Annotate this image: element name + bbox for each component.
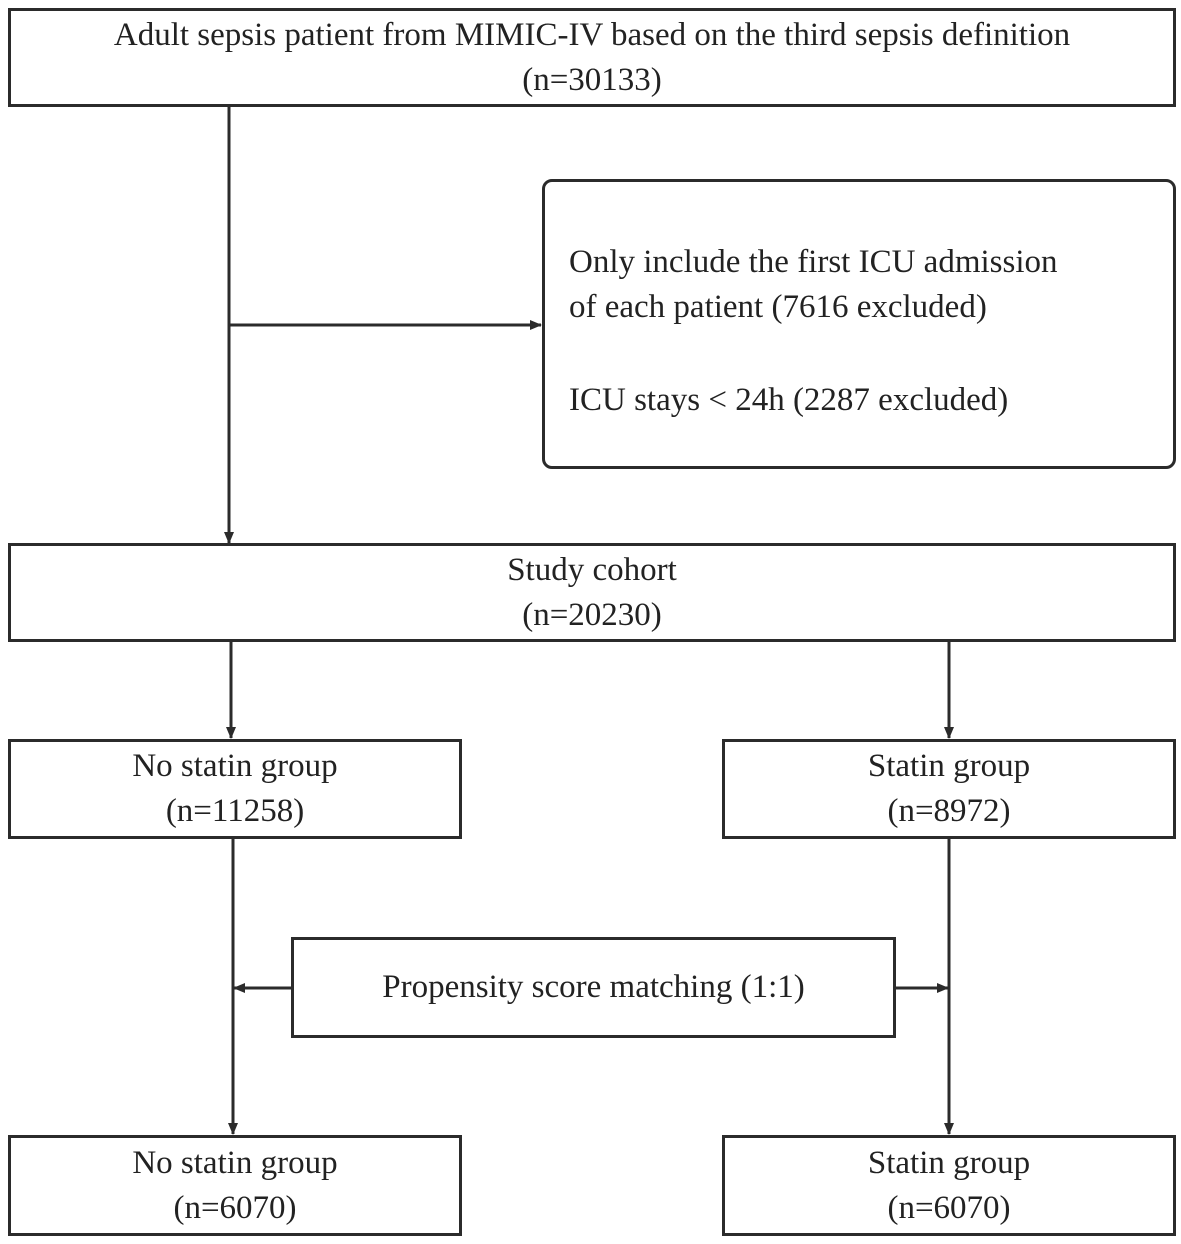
matched-statin-group-box: Statin group (n=6070)	[722, 1135, 1176, 1236]
no-statin-group-count: (n=11258)	[165, 793, 305, 829]
matched-no-statin-group-count: (n=6070)	[173, 1189, 297, 1226]
no-statin-group-label: No statin group	[132, 748, 338, 784]
propensity-score-matching-box: Propensity score matching (1:1)	[291, 937, 896, 1038]
study-cohort-count: (n=20230)	[522, 596, 662, 633]
source-population-count: (n=30133)	[522, 61, 662, 98]
exclusion-criterion-2: ICU stays < 24h (2287 excluded)	[569, 382, 1009, 418]
study-cohort-box: Study cohort (n=20230)	[8, 543, 1176, 642]
no-statin-group-box: No statin group (n=11258)	[8, 739, 462, 839]
statin-group-label: Statin group	[867, 748, 1031, 784]
exclusion-criteria-box: Only include the first ICU admission of …	[542, 179, 1176, 469]
statin-group-box: Statin group (n=8972)	[722, 739, 1176, 839]
source-population-line1: Adult sepsis patient from MIMIC-IV based…	[113, 16, 1071, 53]
matched-statin-group-label: Statin group	[867, 1144, 1031, 1181]
matched-no-statin-group-label: No statin group	[132, 1144, 338, 1181]
matched-no-statin-group-box: No statin group (n=6070)	[8, 1135, 462, 1236]
exclusion-criterion-1-line2: of each patient (7616 excluded)	[569, 289, 987, 325]
study-cohort-label: Study cohort	[507, 551, 677, 588]
exclusion-criterion-1-line1: Only include the first ICU admission	[569, 244, 1058, 280]
source-population-box: Adult sepsis patient from MIMIC-IV based…	[8, 8, 1176, 107]
statin-group-count: (n=8972)	[887, 793, 1011, 829]
matched-statin-group-count: (n=6070)	[887, 1189, 1011, 1226]
propensity-score-matching-label: Propensity score matching (1:1)	[382, 969, 805, 1005]
